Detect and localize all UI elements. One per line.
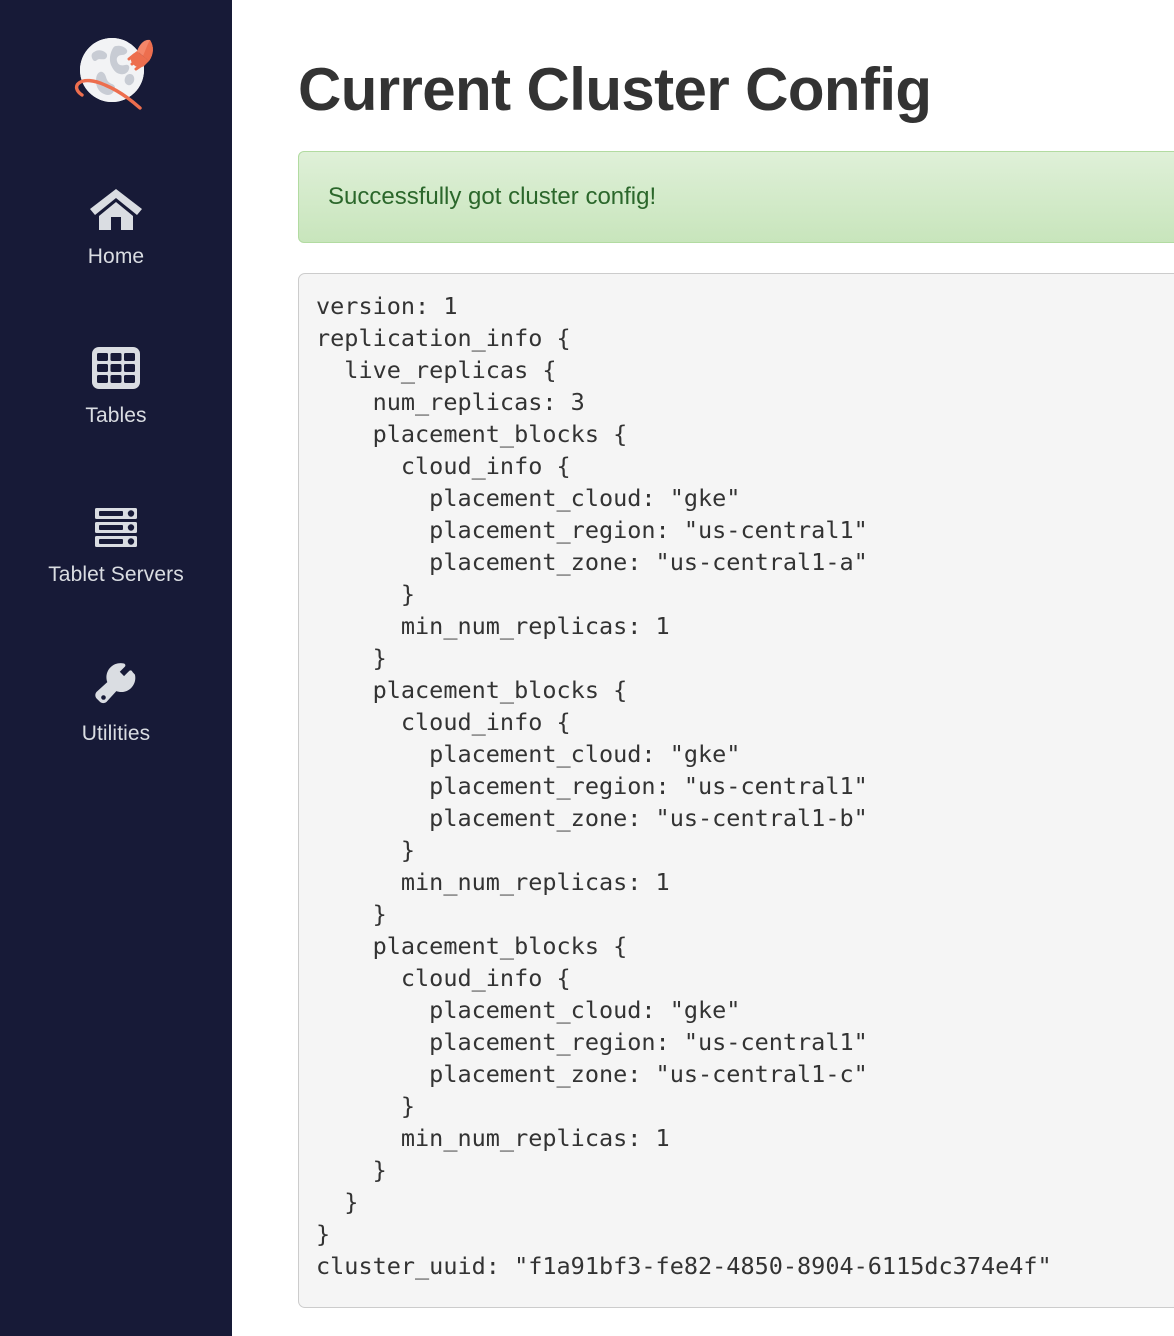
main-content: Current Cluster Config Successfully got … — [232, 0, 1174, 1336]
cluster-config-text: version: 1 replication_info { live_repli… — [316, 292, 1052, 1280]
sidebar-item-utilities[interactable]: Utilities — [0, 647, 232, 762]
sidebar-item-label-tables: Tables — [85, 404, 147, 427]
sidebar: Home — [0, 0, 232, 1336]
sidebar-item-label-home: Home — [87, 245, 145, 268]
yugabyte-rocket-globe-logo[interactable] — [64, 22, 168, 126]
sidebar-item-tablet-servers[interactable]: Tablet Servers — [0, 488, 232, 603]
success-alert-message: Successfully got cluster config! — [328, 183, 657, 210]
server-stack-icon — [88, 502, 144, 552]
wrench-icon — [88, 661, 144, 711]
sidebar-item-label-utilities: Utilities — [81, 722, 151, 745]
table-grid-icon — [88, 343, 144, 393]
sidebar-item-home[interactable]: Home — [0, 170, 232, 285]
sidebar-item-tables[interactable]: Tables — [0, 329, 232, 444]
page-title: Current Cluster Config — [298, 56, 932, 123]
home-icon — [88, 184, 144, 234]
success-alert: Successfully got cluster config! — [298, 151, 1174, 243]
cluster-config-codeblock[interactable]: version: 1 replication_info { live_repli… — [298, 273, 1174, 1308]
sidebar-item-label-tablet-servers: Tablet Servers — [48, 563, 184, 586]
